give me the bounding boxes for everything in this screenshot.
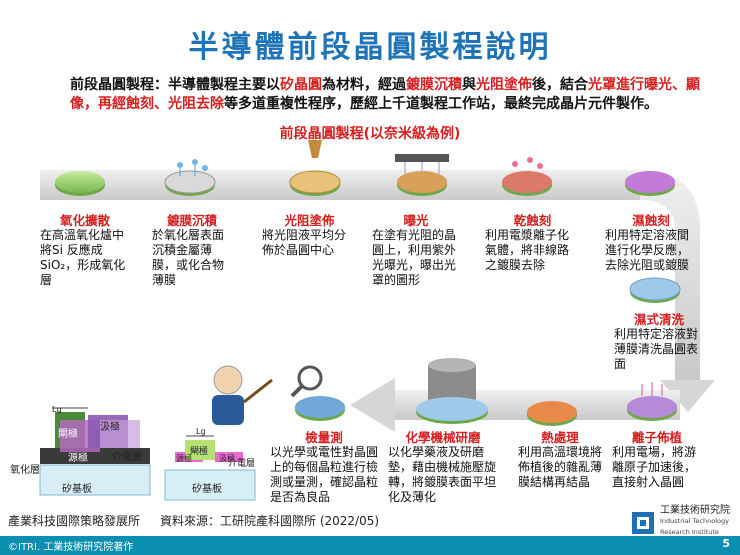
step-name: 鍍膜沉積 bbox=[166, 213, 217, 228]
intro-text: 後，結合 bbox=[532, 77, 588, 93]
wafer-oxidation bbox=[55, 171, 105, 196]
step-cmp: 化學機械研磨 以化學藥液及研磨墊，藉由機械施壓旋轉，將鍍膜表面平坦化及薄化 bbox=[388, 430, 498, 505]
lg-label: Lg bbox=[196, 427, 206, 436]
step-desc: 在塗有光阻的晶圓上，利用紫外光曝光，曝出光罩的圖形 bbox=[372, 228, 457, 287]
wafer-anneal bbox=[527, 401, 577, 426]
substrate-label: 矽基板 bbox=[62, 482, 92, 495]
step-name: 濕式清洗 bbox=[633, 312, 684, 327]
transistor-3d: Lg 閘極 源極 汲極 介電層 氧化層 矽基板 bbox=[10, 405, 151, 496]
substrate-label: 矽基板 bbox=[192, 482, 222, 495]
step-name: 濕蝕刻 bbox=[632, 213, 670, 228]
intro-text: 等多道重複性程序，歷經上千道製程工作站，最終完成晶片元件製作。 bbox=[224, 96, 658, 112]
dielectric-label: 介電層 bbox=[112, 451, 142, 463]
logo-en-line2: Research Institute bbox=[660, 528, 719, 536]
itri-logo: 工業技術研究院 Industrial Technology Research I… bbox=[660, 505, 730, 538]
process-flow-graphic: Lg 閘極 源極 汲極 介電層 氧化層 矽基板 Lg 閘極 介電層 源極 汲極 … bbox=[10, 140, 715, 534]
source-reference: 資料來源：工研院產科國際所 (2022/05) bbox=[160, 514, 380, 528]
wafer-deposition bbox=[164, 159, 216, 196]
step-desc: 利用電場，將游離原子加速後，直接射入晶圓 bbox=[612, 445, 697, 489]
step-dry-etch: 乾蝕刻 利用電漿離子化氣體，將非線路之鍍膜去除 bbox=[485, 213, 580, 273]
step-desc: 利用電漿離子化氣體，將非線路之鍍膜去除 bbox=[485, 228, 570, 272]
drain-label: 汲極 bbox=[100, 420, 120, 433]
step-photoresist: 光阻塗佈 將光阻液平均分佈於晶圓中心 bbox=[262, 213, 357, 258]
step-oxidation: 氧化擴散 在高溫氧化爐中將Si 反應成SiO₂，形成氧化層 bbox=[40, 213, 130, 288]
page-title: 半導體前段晶圓製程說明 bbox=[188, 30, 552, 65]
wafer-ion-implant bbox=[627, 382, 677, 421]
step-desc: 利用特定溶液對薄膜清洗晶圓表面 bbox=[614, 327, 699, 371]
step-deposition: 鍍膜沉積 於氧化層表面沉積金屬薄膜，或化合物薄膜 bbox=[152, 213, 232, 288]
wafer-photoresist bbox=[289, 140, 341, 196]
step-ion-implant: 離子佈植 利用電場，將游離原子加速後，直接射入晶圓 bbox=[612, 430, 702, 490]
step-name: 化學機械研磨 bbox=[405, 430, 481, 445]
step-name: 光阻塗佈 bbox=[284, 213, 335, 228]
step-exposure: 曝光 在塗有光阻的晶圓上，利用紫外光曝光，曝出光罩的圖形 bbox=[372, 213, 460, 288]
inspection-wafer bbox=[290, 365, 345, 421]
source-label: 源極 bbox=[68, 451, 88, 464]
intro-highlight: 矽晶圓 bbox=[280, 77, 322, 93]
step-desc: 以化學藥液及研磨墊，藉由機械施壓旋轉，將鍍膜表面平坦化及薄化 bbox=[388, 445, 497, 504]
step-wet-clean: 濕式清洗 利用特定溶液對薄膜清洗晶圓表面 bbox=[614, 312, 704, 372]
step-name: 氧化擴散 bbox=[59, 213, 110, 228]
step-name: 曝光 bbox=[403, 213, 429, 228]
copyright-text: ©ITRI. 工業技術研究院著作 bbox=[8, 542, 134, 553]
intro-text: ， bbox=[84, 96, 98, 112]
flow-arrow-right-head bbox=[660, 380, 715, 412]
flow-arrow-bottom-head bbox=[350, 378, 395, 432]
step-name: 熱處理 bbox=[541, 430, 579, 445]
step-name: 離子佈植 bbox=[631, 430, 682, 445]
gate-label: 閘極 bbox=[58, 427, 78, 440]
intro-text: 為材料，經過 bbox=[322, 77, 406, 93]
step-name: 乾蝕刻 bbox=[513, 213, 552, 228]
step-desc: 利用高溫環境將佈植後的雜亂薄膜結構再結晶 bbox=[518, 445, 603, 489]
oxide-label: 氧化層 bbox=[10, 463, 40, 476]
page-number: 5 bbox=[722, 537, 730, 550]
source-organization: 產業科技國際策略發展所 bbox=[8, 514, 141, 528]
step-anneal: 熱處理 利用高溫環境將佈植後的雜亂薄膜結構再結晶 bbox=[518, 430, 602, 490]
step-desc: 在高溫氧化爐中將Si 反應成SiO₂，形成氧化層 bbox=[40, 228, 126, 287]
transistor-2d: Lg 閘極 介電層 源極 汲極 矽基板 bbox=[164, 427, 256, 501]
diagram-subtitle: 前段晶圓製程(以奈米級為例) bbox=[279, 126, 461, 142]
step-wet-etch: 濕蝕刻 利用特定溶液間進行化學反應，去除光阻或鍍膜 bbox=[605, 213, 697, 273]
logo-name: 工業技術研究院 bbox=[660, 505, 730, 516]
wafer-dry-etch bbox=[502, 157, 552, 196]
footer-bar bbox=[0, 536, 740, 555]
lg-label: Lg bbox=[52, 405, 62, 414]
step-name: 檢量測 bbox=[305, 430, 343, 445]
itri-logo-icon bbox=[632, 512, 654, 534]
logo-en-line1: Industrial Technology bbox=[660, 517, 729, 525]
wafer-wet-etch bbox=[625, 171, 675, 196]
intro-text: 前段晶圓製程：半導體製程主要以 bbox=[70, 77, 280, 93]
flow-arrow-right bbox=[640, 170, 700, 380]
intro-highlight: 再經蝕刻、光阻去除 bbox=[98, 96, 224, 112]
intro-highlight: 光罩進行曝光、顯像 bbox=[70, 77, 700, 112]
drain-label: 汲極 bbox=[219, 453, 235, 463]
engineer-figure bbox=[212, 365, 273, 425]
step-desc: 於氧化層表面沉積金屬薄膜，或化合物薄膜 bbox=[152, 228, 225, 287]
step-desc: 利用特定溶液間進行化學反應，去除光阻或鍍膜 bbox=[605, 228, 690, 272]
intro-text: 與 bbox=[462, 77, 476, 93]
step-desc: 將光阻液平均分佈於晶圓中心 bbox=[262, 228, 347, 257]
dielectric-label: 介電層 bbox=[228, 458, 255, 469]
source-label: 源極 bbox=[176, 453, 192, 463]
intro-paragraph: 前段晶圓製程：半導體製程主要以矽晶圓為材料，經過鍍膜沉積與光阻塗佈後，結合光罩進… bbox=[70, 76, 710, 114]
step-desc: 以光學或電性對晶圓上的每個晶粒進行檢測或量測，確認晶粒是否為良品 bbox=[270, 445, 379, 504]
step-inspection: 檢量測 以光學或電性對晶圓上的每個晶粒進行檢測或量測，確認晶粒是否為良品 bbox=[270, 430, 378, 505]
intro-highlight: 鍍膜沉積 bbox=[406, 77, 462, 93]
gate-label: 閘極 bbox=[190, 445, 208, 457]
cmp-tool bbox=[416, 358, 488, 424]
wafer-wet-clean bbox=[629, 277, 681, 303]
intro-highlight: 光阻塗佈 bbox=[476, 77, 532, 93]
wafer-exposure bbox=[395, 154, 449, 196]
